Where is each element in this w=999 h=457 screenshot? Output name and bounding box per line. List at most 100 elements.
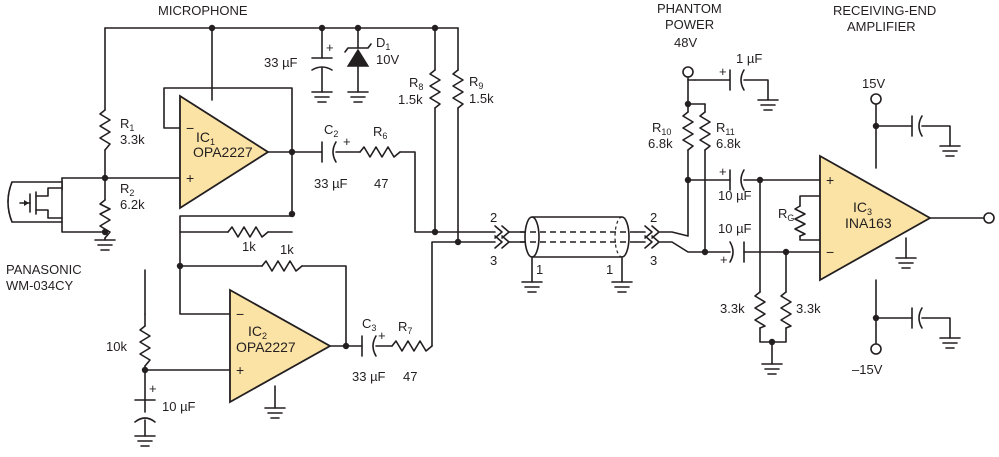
r-fb1-value: 1k: [242, 239, 256, 254]
ic1-plus: +: [186, 170, 194, 186]
microphone-capsule-icon: [7, 181, 63, 223]
c-supply-value: 33 µF: [264, 55, 298, 70]
phantom-voltage-label: 48V: [674, 35, 697, 50]
mic-part-line2: WM-034CY: [6, 278, 74, 293]
d1-ref: D1: [376, 35, 390, 52]
ground-icon: [939, 145, 961, 157]
pin-2-left: 2: [490, 210, 497, 225]
polarity-sign: +: [719, 64, 727, 79]
resistor-r11: [699, 111, 711, 151]
ground-icon: [94, 239, 116, 251]
ground-icon: [264, 407, 286, 419]
r-bias-value: 10k: [106, 339, 127, 354]
resistor-r6: [359, 146, 401, 158]
ic1-ref: IC1: [196, 129, 215, 147]
zener-diode-d1: [344, 43, 372, 67]
ic3-minus: −: [826, 244, 834, 260]
ground-icon: [895, 257, 917, 269]
title-microphone: MICROPHONE: [158, 3, 248, 18]
polarity-sign: +: [149, 381, 157, 396]
r11-value: 6.8k: [716, 136, 741, 151]
shielded-cable: [520, 216, 636, 258]
resistors: [99, 69, 806, 367]
c-bias-value: 10 µF: [162, 399, 196, 414]
r-load2-value: 3.3k: [796, 301, 821, 316]
c2-value: 33 µF: [314, 176, 348, 191]
connector-right: [635, 225, 660, 249]
resistor-r10: [682, 111, 694, 151]
resistor-r2: [99, 199, 111, 239]
opamp-ic2: [229, 288, 332, 404]
resistor-load-b: [780, 291, 792, 329]
r1-ref: R1: [120, 116, 134, 133]
ic3-plus: +: [826, 172, 834, 188]
r10-ref: R10: [652, 120, 671, 137]
pin-3-right: 3: [650, 253, 657, 268]
ground-icon: [521, 281, 543, 293]
title-phantom-2: POWER: [665, 17, 714, 32]
ic3-part: INA163: [845, 215, 892, 231]
c2-ref: C2: [324, 122, 338, 139]
c-in-bottom-value: 10 µF: [718, 221, 752, 236]
grounds: [94, 91, 961, 447]
r9-ref: R9: [469, 74, 483, 91]
supply-pos-label: 15V: [862, 76, 885, 91]
mic-part-line1: PANASONIC: [6, 262, 82, 277]
ic2-part: OPA2227: [236, 339, 296, 355]
r7-ref: R7: [398, 319, 412, 336]
ground-icon: [761, 363, 783, 375]
pin-1-right: 1: [606, 262, 613, 277]
r2-value: 6.2k: [120, 197, 145, 212]
polarity-sign: +: [719, 164, 727, 179]
pos-15v-terminal: [870, 93, 882, 105]
polarity-sign: +: [343, 134, 351, 149]
resistor-1k-a: [227, 226, 269, 238]
r2-ref: R2: [120, 181, 134, 198]
resistor-r9: [452, 69, 464, 109]
r9-value: 1.5k: [469, 91, 494, 106]
opamp-ic3: [819, 154, 932, 282]
supply-neg-label: –15V: [852, 362, 883, 377]
ic1-minus: −: [186, 120, 194, 136]
c3-value: 33 µF: [352, 369, 386, 384]
phantom-48v-terminal: [682, 66, 694, 78]
pin-3-left: 3: [490, 253, 497, 268]
r11-ref: R11: [716, 120, 735, 137]
title-phantom-1: PHANTOM: [657, 1, 722, 16]
r1-value: 3.3k: [120, 132, 145, 147]
junctions: [101, 24, 880, 374]
r6-ref: R6: [373, 124, 387, 141]
c-in-top-value: 10 µF: [718, 188, 752, 203]
r-load1-value: 3.3k: [720, 301, 745, 316]
ic2-minus: −: [236, 306, 244, 322]
r7-value: 47: [403, 369, 417, 384]
output-terminal: [983, 212, 995, 224]
c-phantom-value: 1 µF: [736, 51, 762, 66]
pin-1-left: 1: [536, 262, 543, 277]
neg-15v-terminal: [870, 343, 882, 355]
ground-icon: [311, 91, 333, 103]
title-receiver-1: RECEIVING-END: [833, 3, 936, 18]
resistor-r7: [391, 340, 433, 352]
ic3-ref: IC3: [853, 199, 872, 217]
ground-icon: [134, 435, 156, 447]
resistor-rg: [794, 205, 806, 237]
polarity-sign: +: [378, 328, 386, 343]
c3-ref: C3: [362, 316, 376, 333]
resistor-r8: [429, 69, 441, 109]
r10-value: 6.8k: [648, 136, 673, 151]
opamp-ic1: [179, 94, 270, 210]
ground-icon: [611, 281, 633, 293]
rg-ref: RG: [778, 206, 794, 223]
capacitors: [134, 57, 923, 423]
resistor-load-a: [754, 291, 766, 329]
ic1-part: OPA2227: [193, 144, 253, 160]
connector-left: [494, 225, 526, 249]
title-receiver-2: AMPLIFIER: [847, 19, 916, 34]
ic2-plus: +: [236, 362, 244, 378]
d1-value: 10V: [376, 52, 399, 67]
ground-icon: [347, 91, 369, 103]
resistor-r1: [99, 109, 111, 151]
polarity-sign: +: [326, 40, 334, 55]
